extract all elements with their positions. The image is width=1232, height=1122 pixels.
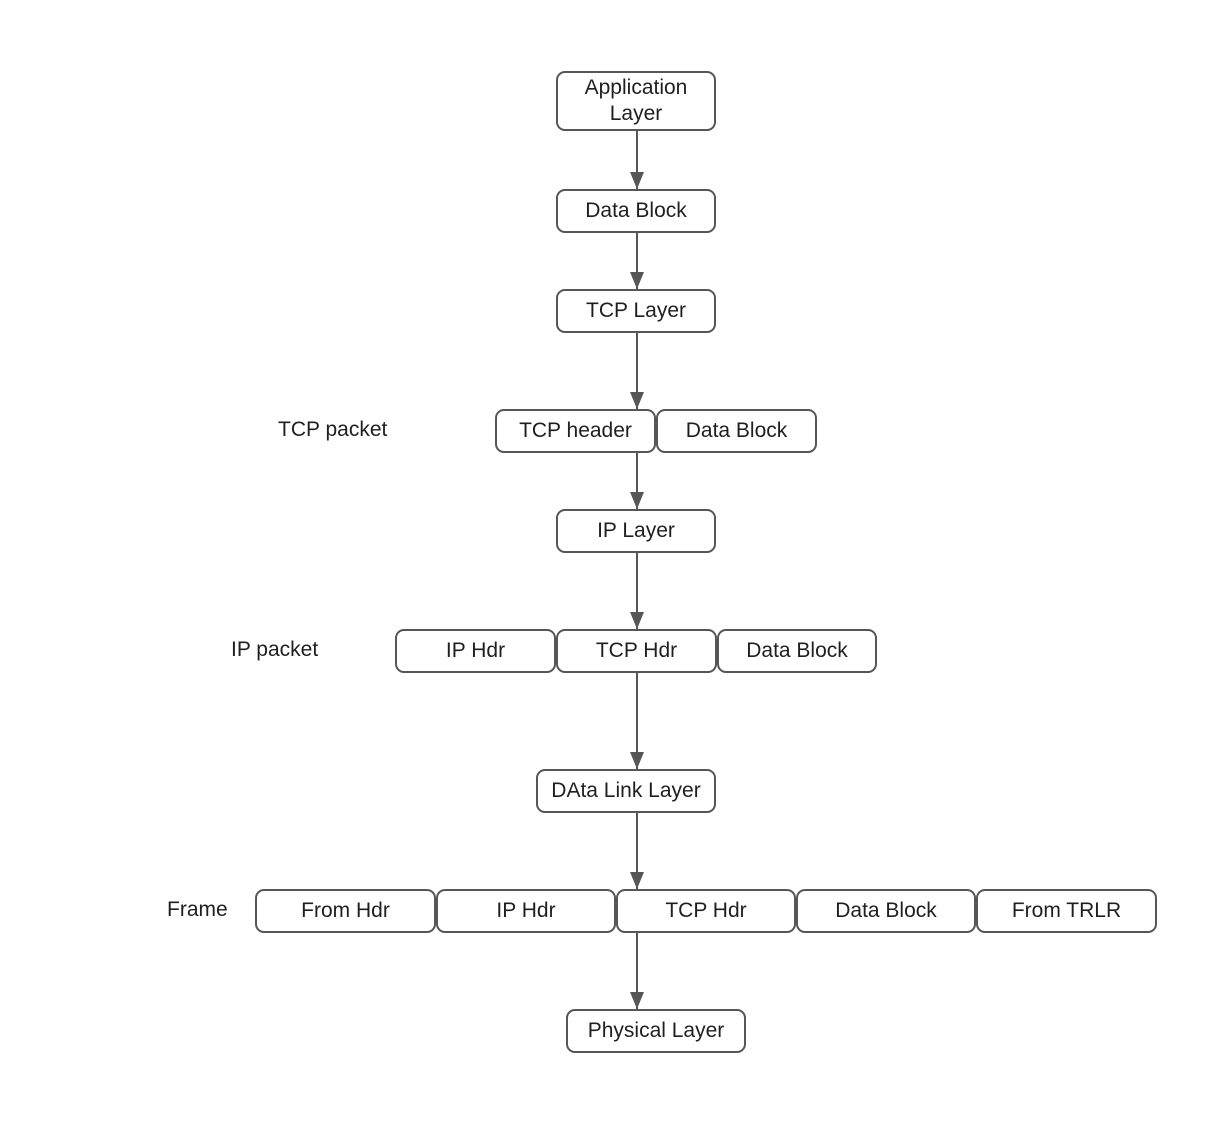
arrow-connector <box>630 233 644 289</box>
node-tcp-hdr-2: TCP Hdr <box>616 889 796 933</box>
arrow-shaft <box>636 453 638 509</box>
arrow-shaft <box>636 333 638 409</box>
node-data-block-4: Data Block <box>796 889 976 933</box>
node-physical-layer: Physical Layer <box>566 1009 746 1053</box>
arrow-connector <box>630 553 644 629</box>
node-tcp-header: TCP header <box>495 409 656 453</box>
arrow-connector <box>630 673 644 769</box>
node-application-layer: Application Layer <box>556 71 716 131</box>
arrow-shaft <box>636 813 638 889</box>
arrow-shaft <box>636 673 638 769</box>
arrow-connector <box>630 333 644 409</box>
arrow-shaft <box>636 233 638 289</box>
arrow-head-icon <box>630 612 644 629</box>
arrow-connector <box>630 453 644 509</box>
arrow-connector <box>630 813 644 889</box>
arrow-shaft <box>636 933 638 1009</box>
tcp-packet-label: TCP packet <box>278 418 388 441</box>
arrow-head-icon <box>630 392 644 409</box>
arrow-shaft <box>636 131 638 189</box>
arrow-head-icon <box>630 272 644 289</box>
node-tcp-layer: TCP Layer <box>556 289 716 333</box>
node-data-link-layer: DAta Link Layer <box>536 769 716 813</box>
arrow-head-icon <box>630 172 644 189</box>
arrow-shaft <box>636 553 638 629</box>
arrow-connector <box>630 131 644 189</box>
node-ip-hdr-1: IP Hdr <box>395 629 556 673</box>
node-ip-layer: IP Layer <box>556 509 716 553</box>
node-data-block-1: Data Block <box>556 189 716 233</box>
node-data-block-3: Data Block <box>717 629 877 673</box>
arrow-connector <box>630 933 644 1009</box>
arrow-head-icon <box>630 872 644 889</box>
arrow-head-icon <box>630 992 644 1009</box>
arrow-head-icon <box>630 492 644 509</box>
ip-packet-label: IP packet <box>231 638 319 661</box>
node-ip-hdr-2: IP Hdr <box>436 889 616 933</box>
node-tcp-hdr-1: TCP Hdr <box>556 629 717 673</box>
frame-label: Frame <box>167 898 228 921</box>
arrow-head-icon <box>630 752 644 769</box>
node-data-block-2: Data Block <box>656 409 817 453</box>
node-from-trlr: From TRLR <box>976 889 1157 933</box>
node-from-hdr: From Hdr <box>255 889 436 933</box>
